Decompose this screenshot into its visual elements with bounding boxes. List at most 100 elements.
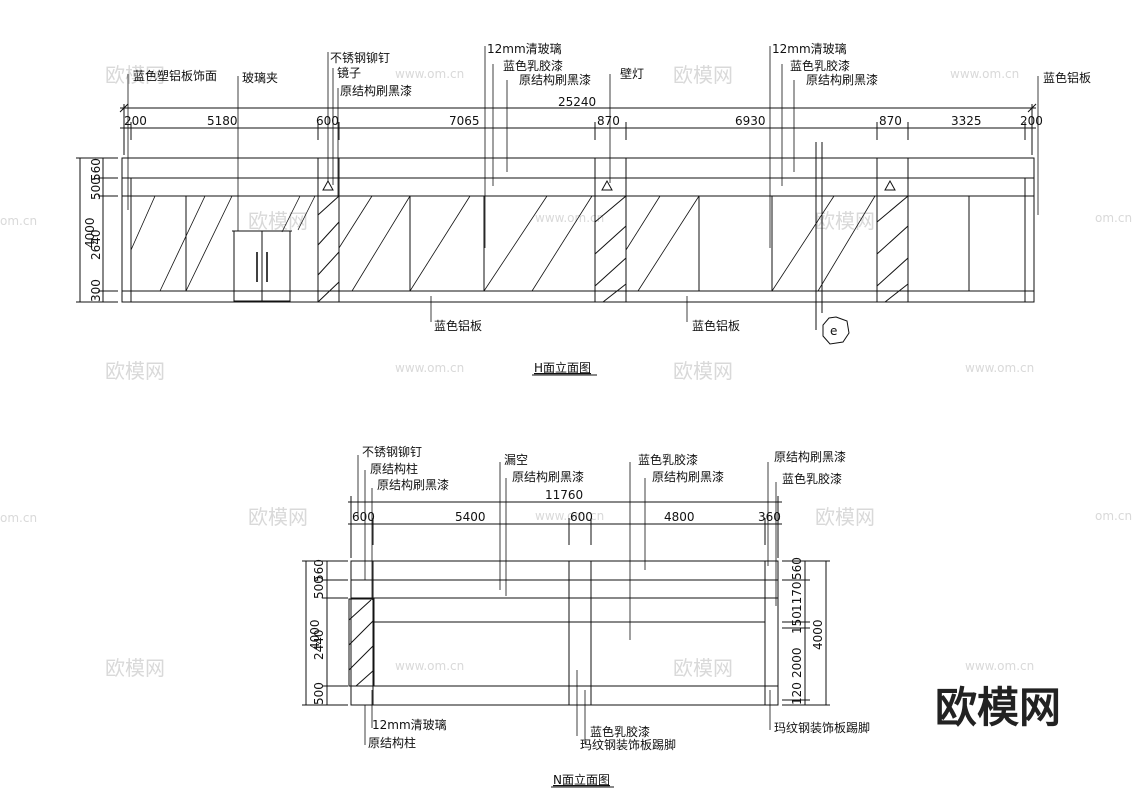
watermark-url: om.cn (0, 214, 37, 228)
label-blue-aluminum: 蓝色铝板 (692, 318, 740, 333)
watermark-url: www.om.cn (395, 67, 464, 81)
segment-text: 600 (352, 510, 375, 524)
vertical-segment-text: 2000 (790, 647, 804, 678)
watermark-url: www.om.cn (965, 659, 1034, 673)
vertical-segment-text: 120 (790, 682, 804, 705)
segment-text: 3325 (951, 114, 982, 128)
label-original-column: 原结构柱 (370, 461, 418, 476)
label-black-paint: 原结构刷黑漆 (519, 72, 591, 87)
label-blue-latex: 蓝色乳胶漆 (790, 58, 850, 73)
vertical-segment-text: 2640 (89, 229, 103, 260)
label-ss-rivet: 不锈钢铆钉 (362, 444, 422, 459)
section-marker: e (815, 142, 850, 345)
dimension-ticks (350, 496, 779, 558)
n-labels: 不锈钢铆钉 原结构柱 原结构刷黑漆 漏空 原结构刷黑漆 蓝色乳胶漆 原结构刷黑漆… (362, 444, 870, 787)
segment-text: 5400 (455, 510, 486, 524)
watermark-url: www.om.cn (395, 659, 464, 673)
n-facade-outline (350, 560, 779, 706)
label-baseboard: 玛纹钢装饰板踢脚 (774, 720, 870, 735)
label-ss-rivet: 不锈钢铆钉 (330, 50, 390, 65)
glass-door (232, 230, 292, 302)
label-blue-plastic-panel: 蓝色塑铝板饰面 (133, 68, 217, 83)
vertical-segment-text: 2440 (312, 629, 326, 660)
vertical-segment-text: 150 (790, 611, 804, 634)
label-clear-glass: 12mm清玻璃 (772, 42, 847, 56)
watermark-logo: 欧模网 (815, 209, 875, 233)
label-blue-aluminum: 蓝色铝板 (434, 318, 482, 333)
label-hollow: 漏空 (504, 453, 528, 467)
n-elevation-title: N面立面图 (553, 772, 610, 787)
label-black-paint: 原结构刷黑漆 (377, 477, 449, 492)
label-glass-clamp: 玻璃夹 (242, 71, 278, 85)
vertical-segment-text: 300 (89, 279, 103, 302)
vertical-segment-text: 500 (312, 682, 326, 705)
segment-text: 200 (124, 114, 147, 128)
watermark-logo: 欧模网 (105, 63, 165, 87)
label-blue-latex: 蓝色乳胶漆 (638, 452, 698, 467)
label-black-paint: 原结构刷黑漆 (806, 72, 878, 87)
glass-mullions (185, 196, 970, 291)
segment-text: 4800 (664, 510, 695, 524)
vertical-total-text: 4000 (811, 619, 825, 650)
watermark-logo: 欧模网 (248, 505, 308, 529)
watermark-url: om.cn (0, 511, 37, 525)
segment-text: 360 (758, 510, 781, 524)
leader-lines (127, 46, 1039, 322)
segment-text: 870 (597, 114, 620, 128)
label-black-paint: 原结构刷黑漆 (512, 469, 584, 484)
column-2 (594, 157, 627, 303)
dimension-texts: 25240 200 5180 600 7065 870 6930 870 332… (124, 95, 1043, 128)
segment-text: 5180 (207, 114, 238, 128)
segment-text: 870 (879, 114, 902, 128)
watermark-url: om.cn (1095, 509, 1132, 523)
vertical-segment-text: 560 (89, 158, 103, 181)
column-1 (317, 157, 340, 303)
watermark-url: www.om.cn (535, 211, 604, 225)
segment-text: 6930 (735, 114, 766, 128)
vertical-segment-text: 560 (312, 559, 326, 582)
watermark-logo: 欧模网 (248, 209, 308, 233)
label-black-paint: 原结构刷黑漆 (774, 449, 846, 464)
watermark-logo: 欧模网 (815, 505, 875, 529)
label-blue-aluminum: 蓝色铝板 (1043, 70, 1091, 85)
label-wall-lamp: 壁灯 (620, 66, 644, 81)
label-clear-glass: 12mm清玻璃 (372, 718, 447, 732)
watermark-logo: 欧模网 (105, 359, 165, 383)
wall-lamp-icon (322, 179, 896, 191)
vertical-total-text: 4000 (308, 619, 322, 650)
overall-width-text: 25240 (558, 95, 596, 109)
watermark-url: www.om.cn (950, 67, 1019, 81)
vertical-ticks (782, 560, 830, 706)
label-blue-latex: 蓝色乳胶漆 (782, 471, 842, 486)
label-clear-glass: 12mm清玻璃 (487, 42, 562, 56)
label-baseboard: 玛纹钢装饰板踢脚 (580, 737, 676, 752)
segment-text: 600 (316, 114, 339, 128)
corner-logo: 欧模网 (935, 683, 1061, 732)
label-original-column: 原结构柱 (368, 735, 416, 750)
dimension-ticks (119, 103, 1037, 155)
column-3 (876, 157, 909, 303)
label-mirror: 镜子 (337, 65, 361, 80)
section-mark-text: e (830, 324, 837, 338)
vertical-ticks (302, 560, 348, 706)
watermark-layer: 欧模网 www.om.cn 欧模网 www.om.cn om.cn 欧模网 ww… (0, 63, 1132, 680)
vertical-dimension-texts: 4000 500 560 2640 300 (83, 158, 103, 302)
label-blue-latex: 蓝色乳胶漆 (590, 724, 650, 739)
dimension-texts: 11760 600 5400 600 4800 360 (352, 488, 781, 524)
vertical-dimension-texts: 4000 500 560 2440 500 (308, 559, 326, 705)
label-black-paint: 原结构刷黑漆 (340, 83, 412, 98)
watermark-logo: 欧模网 (673, 359, 733, 383)
watermark-logo: 欧模网 (105, 656, 165, 680)
segment-text: 200 (1020, 114, 1043, 128)
leader-lines (357, 455, 777, 745)
segment-text: 600 (570, 510, 593, 524)
vertical-segment-text: 560 (790, 557, 804, 580)
watermark-url: www.om.cn (395, 361, 464, 375)
h-elevation-title: H面立面图 (534, 360, 591, 375)
vertical-dimension-texts: 4000 560 1170 150 2000 120 (790, 557, 825, 705)
vertical-ticks (76, 157, 118, 303)
vertical-segment-text: 500 (89, 177, 103, 200)
watermark-url: www.om.cn (965, 361, 1034, 375)
h-labels: 蓝色塑铝板饰面 玻璃夹 不锈钢铆钉 镜子 原结构刷黑漆 12mm清玻璃 蓝色乳胶… (133, 42, 1091, 375)
